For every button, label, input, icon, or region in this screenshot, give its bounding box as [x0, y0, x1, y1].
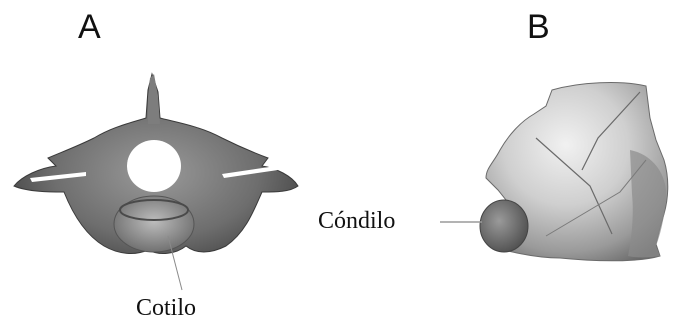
- vertebra-a-image: [14, 74, 298, 290]
- cotilo-label: Cotilo: [136, 296, 196, 320]
- condyle: [480, 200, 528, 252]
- vertebra-b-image: [440, 83, 668, 261]
- neural-canal: [127, 140, 181, 192]
- neural-spine: [148, 74, 160, 124]
- panel-letter-b: B: [527, 10, 550, 44]
- panel-letter-a: A: [78, 10, 101, 44]
- condilo-label: Cóndilo: [318, 209, 395, 233]
